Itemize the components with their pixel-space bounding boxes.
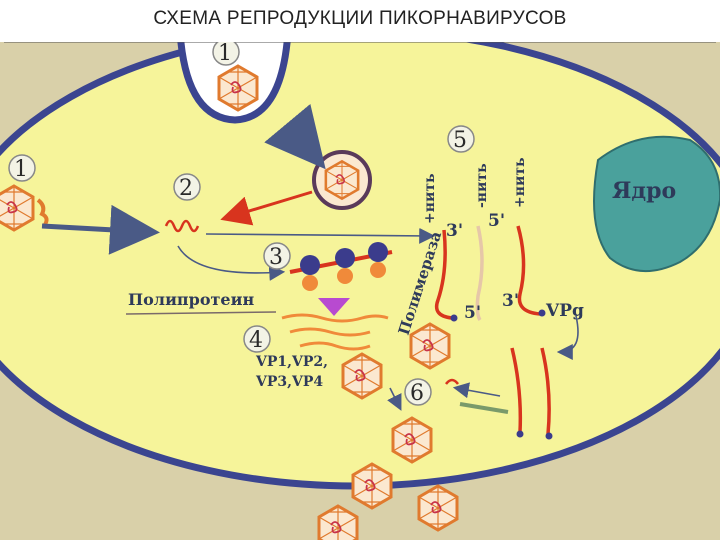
nucleus-label: Ядро: [612, 178, 676, 204]
step-2: 2: [179, 176, 193, 201]
five-prime-2: 5': [464, 303, 481, 323]
plus-strand-label-1: +нить: [422, 173, 438, 224]
vpg-label: VPg: [545, 301, 584, 321]
replication-strands: [434, 225, 541, 321]
step-5: 5: [453, 128, 467, 153]
minus-strand-label: -нить: [474, 163, 490, 208]
uncoated-rna: [164, 219, 200, 233]
polyprotein-chains: [281, 313, 389, 351]
five-prime-1: 5': [488, 211, 505, 231]
plus-strand-label-2: +нить: [512, 157, 528, 208]
ribosomes: [289, 242, 393, 316]
step-badges: 1 1 2 3 4 5 6: [8, 38, 475, 406]
step-6: 6: [410, 381, 424, 406]
vp-label-1: VP1,VP2,: [255, 354, 328, 370]
step-1-left: 1: [14, 157, 28, 182]
step-1-top: 1: [218, 42, 232, 66]
vp-label-2: VP3,VP4: [255, 374, 323, 390]
slide-title: СХЕМА РЕПРОДУКЦИИ ПИКОРНАВИРУСОВ: [153, 8, 567, 29]
step-3: 3: [269, 245, 283, 270]
three-prime-2: 3': [502, 291, 519, 311]
new-plus-strands: [510, 347, 551, 435]
cell-membrane: [0, 26, 720, 490]
three-prime-1: 3': [446, 221, 463, 241]
step-4: 4: [249, 328, 263, 353]
virion-endocytosis: [217, 64, 259, 112]
polyprotein-label: Полипротеин: [128, 290, 254, 309]
virion-attachment: [0, 184, 35, 232]
nucleus: [593, 135, 720, 273]
